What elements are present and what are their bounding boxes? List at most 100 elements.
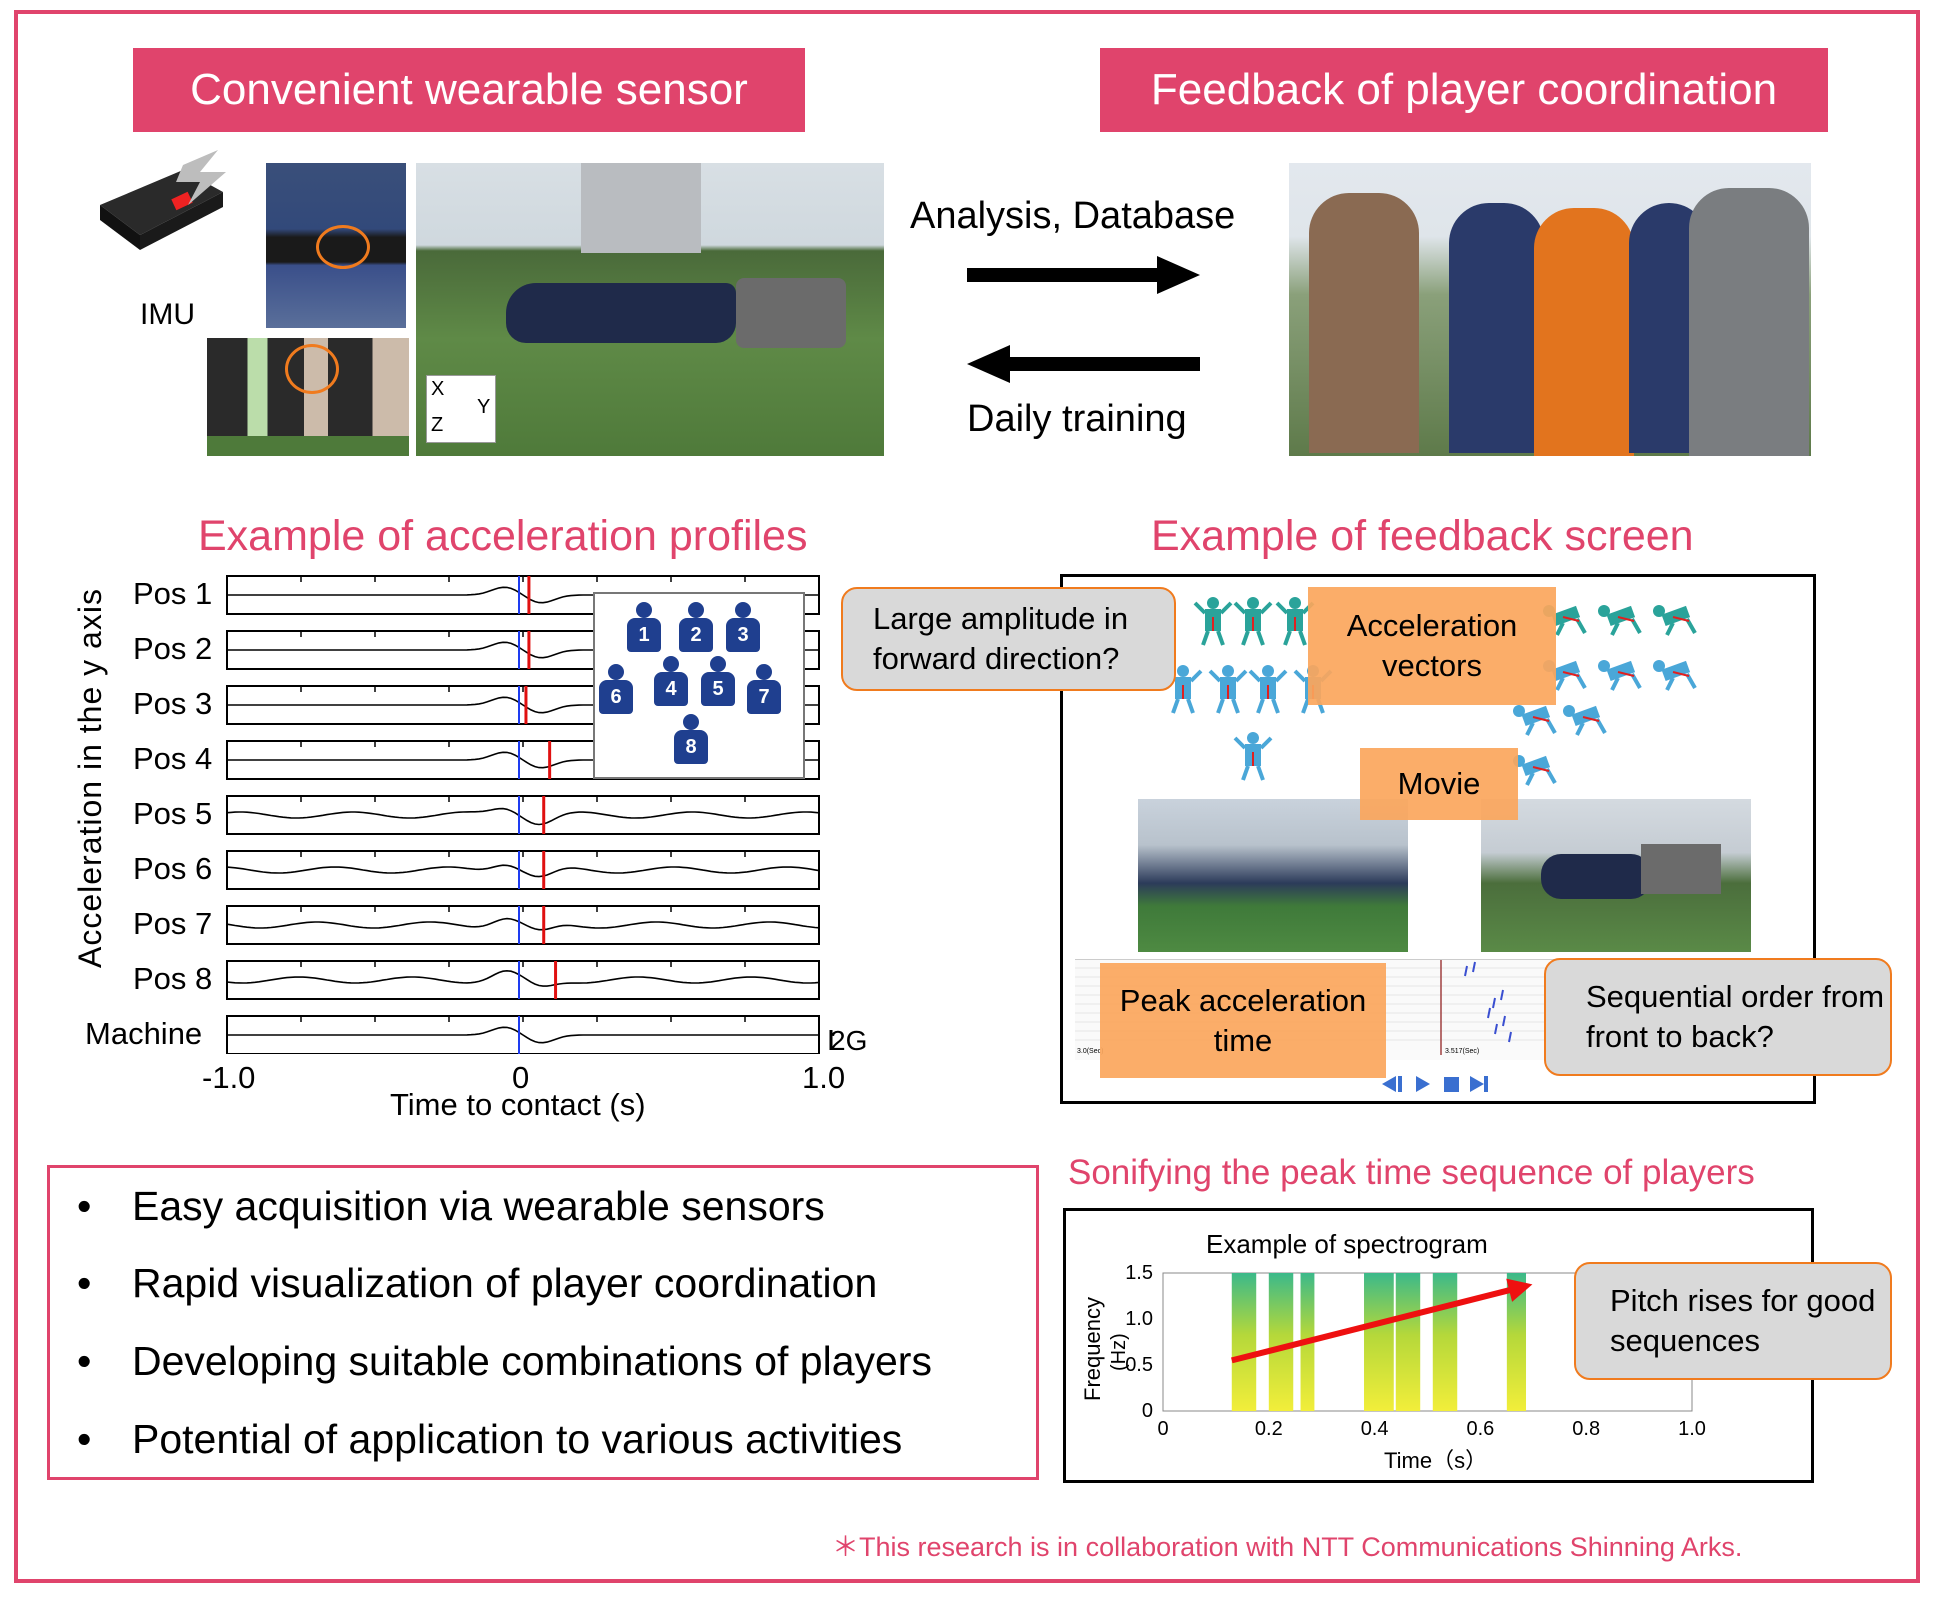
profiles-xlabel: Time to contact (s) <box>390 1087 646 1122</box>
spectrogram-band <box>1231 1273 1257 1411</box>
spectrogram-y-tick: 1.0 <box>1125 1308 1153 1330</box>
sensor-belt-photo <box>266 163 406 328</box>
player-figure <box>1208 665 1248 714</box>
player-icon: 4 <box>654 656 688 708</box>
axis-key-box: X Y Z <box>426 375 496 443</box>
spectrogram-band <box>1268 1273 1294 1411</box>
profile-row <box>226 850 820 890</box>
player-figure <box>1248 665 1288 714</box>
peak-tick <box>1492 997 1496 1009</box>
acceleration-vector <box>1672 671 1690 677</box>
acceleration-vector <box>1617 671 1635 677</box>
spectrogram-x-tick: 0.2 <box>1255 1418 1283 1440</box>
playback-controls[interactable] <box>1378 1073 1498 1100</box>
player-figure-side <box>1653 660 1697 691</box>
movie-frame-left <box>1138 799 1408 952</box>
peak-tick <box>1508 1031 1512 1043</box>
x-tick-1: 1.0 <box>802 1060 846 1095</box>
bullet-2: •Rapid visualization of player coordinat… <box>77 1260 878 1306</box>
player-icon: 1 <box>627 602 661 654</box>
x-tick-neg1: -1.0 <box>202 1060 256 1095</box>
peak-tick <box>1487 1007 1491 1019</box>
spectrogram-x-tick: 0.4 <box>1361 1418 1389 1440</box>
acceleration-vector <box>1672 616 1690 622</box>
spectrogram-band <box>1364 1273 1394 1411</box>
player-figure-side <box>1513 755 1557 786</box>
peak-tick <box>1464 965 1468 977</box>
banner-wearable-sensor: Convenient wearable sensor <box>133 48 805 132</box>
profile-row-label: Pos 7 <box>133 906 213 941</box>
peak-tick <box>1500 989 1504 1001</box>
team-huddle-photo <box>1289 163 1811 456</box>
spectrogram-y-tick: 0.5 <box>1125 1354 1153 1376</box>
pad-sensor-highlight-circle <box>285 344 339 394</box>
profile-row <box>226 1015 820 1054</box>
feedback-heading: Example of feedback screen <box>1151 512 1694 560</box>
acceleration-profiles-chart <box>226 575 833 1054</box>
imu-device-icon <box>100 150 226 250</box>
profile-row-label: Pos 1 <box>133 576 213 611</box>
spectrogram-y-tick: 1.5 <box>1125 1262 1153 1284</box>
label-peak-time: Peak acceleration time <box>1100 963 1386 1078</box>
player-figure-side <box>1563 705 1607 736</box>
peak-tick <box>1494 1023 1498 1035</box>
spectrogram-x-tick: 1.0 <box>1678 1418 1706 1440</box>
player-figure-side <box>1598 605 1642 636</box>
profile-row-label: Pos 5 <box>133 796 213 831</box>
player-figure <box>1233 732 1273 781</box>
scrum-machine-photo: X Y Z <box>416 163 884 456</box>
player-figure-side <box>1598 660 1642 691</box>
profile-trace <box>226 969 820 987</box>
spectrogram-y-tick: 0 <box>1142 1400 1153 1422</box>
stop-icon <box>1444 1077 1459 1092</box>
spectrogram-title: Example of spectrogram <box>1206 1229 1488 1259</box>
profile-row-label: Pos 3 <box>133 686 213 721</box>
profile-trace <box>226 917 820 931</box>
movie-frame-right <box>1481 799 1751 952</box>
spectrogram-band <box>1506 1273 1527 1411</box>
backward-flow-label: Daily training <box>967 398 1187 440</box>
peak-tick <box>1472 961 1476 973</box>
profile-trace <box>226 864 820 878</box>
forward-icon <box>1470 1076 1484 1092</box>
sonify-heading: Sonifying the peak time sequence of play… <box>1068 1153 1755 1192</box>
profile-row <box>226 795 820 835</box>
bullet-3: •Developing suitable combinations of pla… <box>77 1338 932 1384</box>
profile-row-label: Pos 2 <box>133 631 213 666</box>
profile-row <box>226 960 820 1000</box>
x-tick-0: 0 <box>512 1060 530 1095</box>
bullet-4: •Potential of application to various act… <box>77 1416 903 1462</box>
rewind-icon <box>1382 1076 1396 1092</box>
sensor-highlight-circle <box>316 225 370 269</box>
player-figure <box>1233 597 1273 646</box>
profile-trace <box>226 807 820 826</box>
summary-bullets: •Easy acquisition via wearable sensors •… <box>47 1165 1039 1480</box>
label-acceleration-vectors: Acceleration vectors <box>1308 587 1556 705</box>
arrowhead-icon <box>1506 1278 1533 1302</box>
profile-row-label: Pos 6 <box>133 851 213 886</box>
spectrogram-band <box>1395 1273 1421 1411</box>
banner-feedback: Feedback of player coordination <box>1100 48 1828 132</box>
callout-amplitude: Large amplitude in forward direction? <box>841 587 1176 691</box>
scrum-pad-photo <box>207 338 409 456</box>
poster-frame <box>14 10 1920 1583</box>
player-icon: 8 <box>674 714 708 766</box>
acceleration-vector <box>1532 766 1550 772</box>
spectrogram-x-tick: 0.8 <box>1572 1418 1600 1440</box>
imu-label: IMU <box>140 298 195 331</box>
acceleration-vector <box>1582 716 1600 722</box>
play-icon <box>1416 1076 1430 1092</box>
profile-row-label: Pos 4 <box>133 741 213 776</box>
spectrogram-x-tick: 0 <box>1157 1418 1168 1440</box>
acceleration-vector <box>1562 671 1580 677</box>
acceleration-vector <box>1562 616 1580 622</box>
scale-bar-label: 2G <box>830 1025 868 1056</box>
player-icon: 2 <box>679 602 713 654</box>
profile-row <box>226 905 820 945</box>
player-icon: 3 <box>726 602 760 654</box>
profiles-ylabel: Acceleration in the y axis <box>72 588 108 968</box>
profiles-heading: Example of acceleration profiles <box>198 512 808 560</box>
peak-tick <box>1502 1015 1506 1027</box>
player-figure-side <box>1513 705 1557 736</box>
acceleration-vector <box>1532 716 1550 722</box>
